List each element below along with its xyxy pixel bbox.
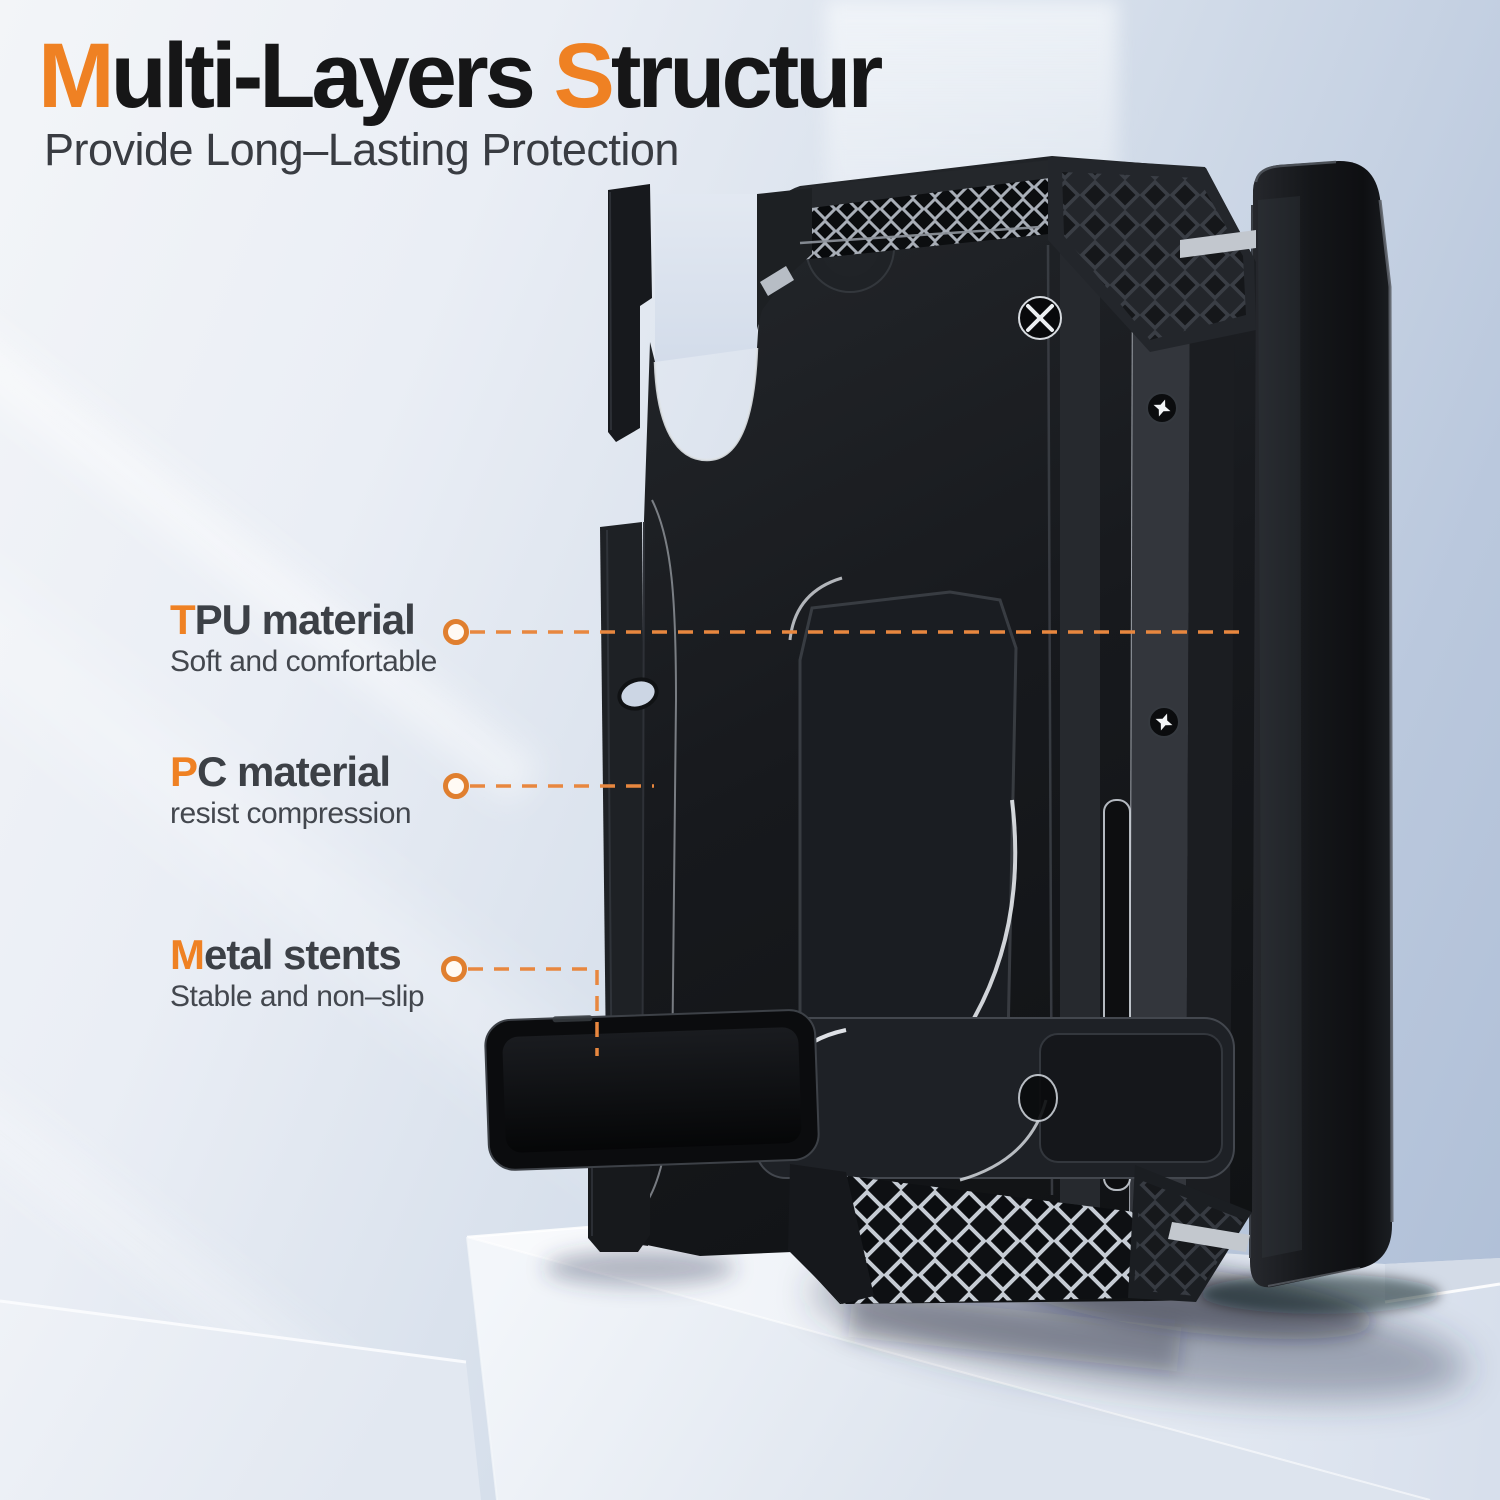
callout-metal-heading: Metal stents [170, 931, 424, 978]
callout-heading-rest: etal stents [204, 931, 402, 978]
camera-cutout [655, 194, 757, 362]
callout-heading-rest: PU material [194, 596, 416, 643]
silver-chip [760, 266, 794, 296]
kickstand-slot [755, 1017, 1235, 1182]
callout-marker-pc [443, 773, 469, 799]
callout-marker-tpu [443, 619, 469, 645]
bumper-left-tip [757, 188, 812, 330]
title-segment: S [553, 25, 614, 127]
callout-marker-metal [441, 956, 467, 982]
callout-pc: PC material resist compression [170, 748, 412, 831]
phone-illustration [1249, 160, 1394, 1288]
silver-stripe-top [1180, 230, 1256, 258]
callout-pc-heading: PC material [170, 748, 411, 795]
x-screw [1018, 296, 1062, 340]
star-screw [1148, 706, 1180, 738]
title-segment: M [38, 25, 115, 127]
callout-tpu: TPU material Soft and comfortable [170, 596, 437, 679]
callout-heading-highlight: T [170, 596, 196, 643]
pedestal-left-step [0, 1301, 481, 1500]
silver-stripe-bottom [1168, 1222, 1250, 1252]
case-illustration [641, 156, 1256, 1304]
page-title: Multi-Layers Structur [38, 24, 883, 129]
callout-pc-description: resist compression [170, 797, 412, 831]
lanyard-hole [1018, 1074, 1058, 1122]
callout-leaders [441, 619, 1247, 1056]
phone-edge-highlight [1378, 199, 1394, 1223]
kickstand-illustration [484, 1009, 820, 1252]
callout-metal: Metal stents Stable and non–slip [170, 931, 425, 1014]
kickstand-leg [588, 1160, 650, 1252]
callout-metal-description: Stable and non–slip [170, 980, 425, 1014]
title-segment: ulti-Layers [110, 25, 554, 127]
title-segment: tructur [610, 25, 883, 127]
callout-heading-rest: C material [197, 748, 391, 795]
tpu-button-hole [617, 677, 659, 711]
callout-tpu-heading: TPU material [170, 596, 437, 643]
corner-guard-bottom-left [788, 1164, 874, 1304]
callout-heading-highlight: M [170, 931, 205, 978]
star-screw [1146, 392, 1178, 424]
tpu-top-strip [608, 184, 652, 442]
top-bumper [795, 160, 1050, 210]
page-subtitle: Provide Long–Lasting Protection [44, 124, 679, 175]
callout-heading-highlight: P [170, 748, 198, 795]
callout-tpu-description: Soft and comfortable [170, 645, 437, 679]
callout-line-metal [468, 967, 599, 1056]
